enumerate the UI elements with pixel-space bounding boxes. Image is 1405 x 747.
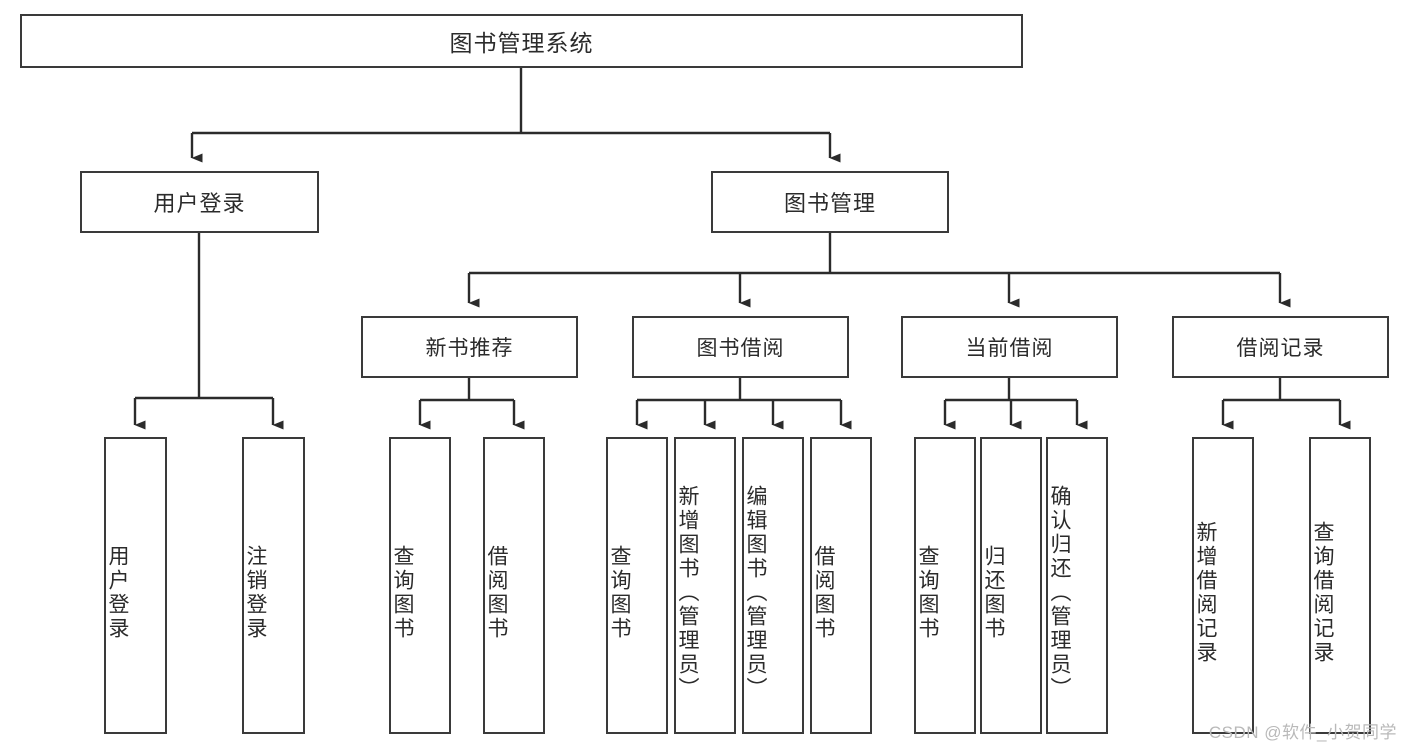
node-borrow-records[interactable]: 借阅记录 xyxy=(1172,316,1389,378)
node-label: 新书推荐 xyxy=(425,337,514,360)
leaf-book-borrow-edit-book-admin[interactable]: 编辑图书（管理员） xyxy=(742,437,804,734)
node-book-borrow[interactable]: 图书借阅 xyxy=(632,316,849,378)
node-label: 新增图书（管理员） xyxy=(676,484,700,701)
node-label: 用户登录 xyxy=(106,544,130,641)
leaf-new-book-query-book[interactable]: 查询图书 xyxy=(389,437,451,734)
node-label: 图书借阅 xyxy=(696,337,785,360)
node-label: 查询图书 xyxy=(916,544,940,641)
node-label: 查询借阅记录 xyxy=(1311,520,1335,665)
leaf-new-book-borrow-book[interactable]: 借阅图书 xyxy=(483,437,545,734)
leaf-book-borrow-add-book-admin[interactable]: 新增图书（管理员） xyxy=(674,437,736,734)
leaf-borrow-records-query-record[interactable]: 查询借阅记录 xyxy=(1309,437,1371,734)
node-new-book-recommend[interactable]: 新书推荐 xyxy=(361,316,578,378)
node-label: 借阅图书 xyxy=(812,544,836,641)
node-label: 编辑图书（管理员） xyxy=(744,484,768,701)
node-root-book-management-system[interactable]: 图书管理系统 xyxy=(20,14,1023,68)
node-current-borrow[interactable]: 当前借阅 xyxy=(901,316,1118,378)
leaf-book-borrow-query-book[interactable]: 查询图书 xyxy=(606,437,668,734)
node-label: 确认归还（管理员） xyxy=(1048,484,1072,701)
node-label: 查询图书 xyxy=(608,544,632,641)
node-label: 图书管理系统 xyxy=(449,30,594,56)
leaf-current-borrow-confirm-return-admin[interactable]: 确认归还（管理员） xyxy=(1046,437,1108,734)
leaf-current-borrow-return-book[interactable]: 归还图书 xyxy=(980,437,1042,734)
node-label: 新增借阅记录 xyxy=(1194,520,1218,665)
node-label: 归还图书 xyxy=(982,544,1006,641)
leaf-current-borrow-query-book[interactable]: 查询图书 xyxy=(914,437,976,734)
node-label: 注销登录 xyxy=(244,544,268,641)
leaf-user-login-logout[interactable]: 注销登录 xyxy=(242,437,305,734)
node-book-management[interactable]: 图书管理 xyxy=(711,171,949,233)
leaf-book-borrow-borrow-book[interactable]: 借阅图书 xyxy=(810,437,872,734)
node-label: 当前借阅 xyxy=(965,337,1054,360)
node-label: 查询图书 xyxy=(391,544,415,641)
node-label: 用户登录 xyxy=(153,191,246,216)
node-label: 借阅图书 xyxy=(485,544,509,641)
leaf-user-login-login[interactable]: 用户登录 xyxy=(104,437,167,734)
node-label: 借阅记录 xyxy=(1236,337,1325,360)
node-label: 图书管理 xyxy=(783,191,876,216)
leaf-borrow-records-add-record[interactable]: 新增借阅记录 xyxy=(1192,437,1254,734)
node-user-login[interactable]: 用户登录 xyxy=(80,171,319,233)
